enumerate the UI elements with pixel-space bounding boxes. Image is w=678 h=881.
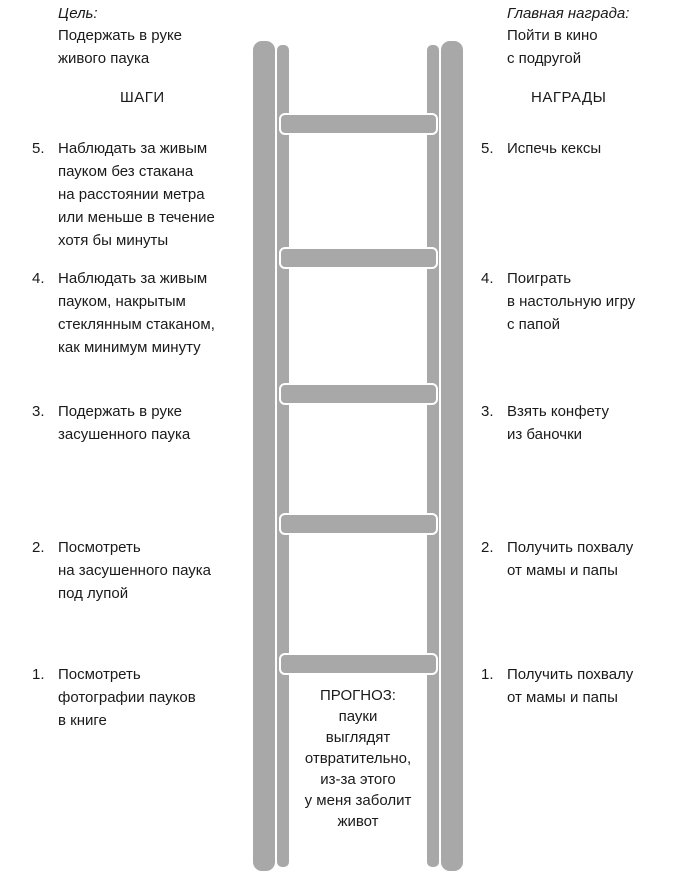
ladder-right-rail-inner xyxy=(425,43,441,869)
reward-number: 1. xyxy=(481,666,494,683)
ladder-left-rail-inner xyxy=(275,43,291,869)
step-item-3: 3. Подержать в руке засушенного паука xyxy=(32,400,252,450)
step-number: 4. xyxy=(32,270,45,287)
step-number: 2. xyxy=(32,539,45,556)
reward-item-2: 2. Получить похвалу от мамы и папы xyxy=(481,536,671,586)
step-item-4: 4. Наблюдать за живым пауком, накрытым с… xyxy=(32,267,252,367)
step-text: Наблюдать за живым пауком без стакана на… xyxy=(58,140,215,249)
reward-text: Получить похвалу от мамы и папы xyxy=(507,666,634,706)
reward-number: 4. xyxy=(481,270,494,287)
reward-text: Взять конфету из баночки xyxy=(507,403,609,443)
ladder-left-rail-outer xyxy=(251,39,277,873)
steps-header: ШАГИ xyxy=(120,89,165,106)
step-item-2: 2. Посмотреть на засушенного паука под л… xyxy=(32,536,252,608)
step-item-5: 5. Наблюдать за живым пауком без стакана… xyxy=(32,137,252,257)
reward-text: Испечь кексы xyxy=(507,140,602,157)
main-reward-text: Пойти в кино с подругой xyxy=(507,27,598,67)
step-text: Наблюдать за живым пауком, накрытым стек… xyxy=(58,270,215,356)
main-reward-label: Главная награда: xyxy=(507,5,630,22)
step-item-1: 1. Посмотреть фотографии пауков в книге xyxy=(32,663,252,735)
reward-number: 2. xyxy=(481,539,494,556)
reward-number: 3. xyxy=(481,403,494,420)
step-number: 3. xyxy=(32,403,45,420)
step-text: Подержать в руке засушенного паука xyxy=(58,403,191,443)
step-text: Посмотреть на засушенного паука под лупо… xyxy=(58,539,211,602)
ladder-rung-4 xyxy=(279,247,438,269)
ladder-right-rail-outer xyxy=(439,39,465,873)
reward-text: Получить похвалу от мамы и папы xyxy=(507,539,634,579)
step-text: Посмотреть фотографии пауков в книге xyxy=(58,666,196,729)
reward-text: Поиграть в настольную игру с папой xyxy=(507,270,636,333)
reward-item-1: 1. Получить похвалу от мамы и папы xyxy=(481,663,671,713)
ladder-rung-3 xyxy=(279,383,438,405)
ladder-rung-2 xyxy=(279,513,438,535)
reward-number: 5. xyxy=(481,140,494,157)
forecast-text: пауки выглядят отвратительно, из-за этог… xyxy=(304,708,412,830)
goal-text: Подержать в руке живого паука xyxy=(58,27,183,67)
rewards-header: НАГРАДЫ xyxy=(531,89,607,106)
step-number: 1. xyxy=(32,666,45,683)
ladder-rung-5 xyxy=(279,113,438,135)
reward-item-5: 5. Испечь кексы xyxy=(481,137,671,163)
ladder-rung-1 xyxy=(279,653,438,675)
step-number: 5. xyxy=(32,140,45,157)
goal-label: Цель: xyxy=(58,5,98,22)
forecast-title: ПРОГНОЗ: xyxy=(320,687,396,704)
reward-item-3: 3. Взять конфету из баночки xyxy=(481,400,671,450)
reward-item-4: 4. Поиграть в настольную игру с папой xyxy=(481,267,671,339)
